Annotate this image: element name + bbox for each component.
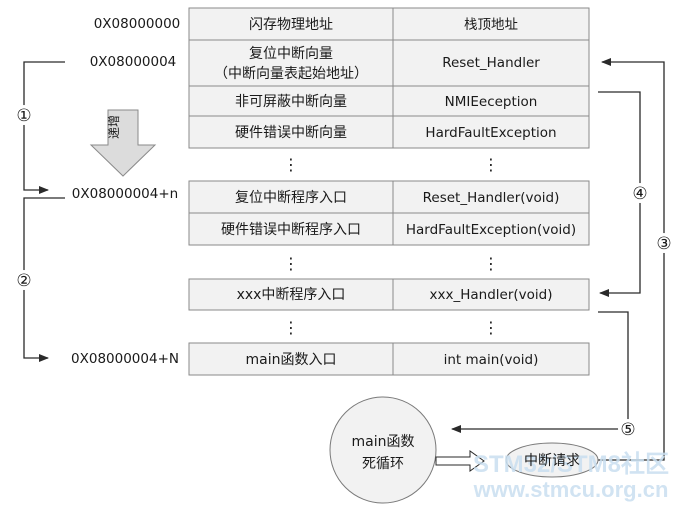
vector-label-hardfault-vector: 硬件错误中断向量 (235, 125, 347, 141)
interrupt-request-node (505, 442, 599, 478)
step-4-circle (630, 183, 650, 203)
increment-arrow: 递增 (89, 109, 157, 177)
entry-label-hardfault-program: 硬件错误中断程序入口 (221, 222, 361, 238)
step-4-label: ④ (632, 184, 647, 204)
xxx-handler-row: xxx中断程序入口 xxx_Handler(void) (188, 278, 590, 311)
xxx-cell-right (392, 278, 590, 311)
vector-label-stack-top: 栈顶地址 (464, 17, 518, 33)
step-2-circle (14, 270, 34, 290)
hollow-arrow (435, 450, 485, 472)
step-1-label: ① (16, 106, 31, 126)
xxx-label-handler: xxx_Handler(void) (430, 287, 553, 303)
main-label-function: int main(void) (444, 352, 539, 368)
main-loop-line-1: main函数 (352, 434, 415, 450)
step-3-connector (598, 58, 665, 461)
address-08000004-plus-n: 0X08000004+n (72, 186, 178, 202)
vector-label-hardfault-exception: HardFaultException (425, 125, 556, 141)
ellipsis-3-left: ⋮ (283, 318, 299, 337)
address-08000004-plus-N: 0X08000004+N (71, 351, 179, 367)
vector-cell-right-3 (392, 115, 590, 149)
vector-cell-right-0 (392, 7, 590, 41)
entry-table: 复位中断程序入口 Reset_Handler(void) 硬件错误中断程序入口 … (188, 180, 590, 246)
vector-table: 闪存物理地址 栈顶地址 复位中断向量 （中断向量表起始地址） Reset_Han… (188, 7, 590, 149)
vector-label-nmi-exception: NMIEeception (445, 94, 538, 110)
ellipsis-3-right: ⋮ (483, 318, 499, 337)
main-cell-right (392, 342, 590, 376)
main-loop-node: main函数 死循环 (329, 396, 437, 504)
ellipsis-2-right: ⋮ (483, 254, 499, 273)
ellipsis-2-left: ⋮ (283, 254, 299, 273)
vector-label-flash-address: 闪存物理地址 (249, 17, 333, 33)
main-label-entry: main函数入口 (246, 352, 337, 368)
ellipsis-1-left: ⋮ (283, 155, 299, 174)
entry-label-reset-handler-void: Reset_Handler(void) (423, 190, 560, 206)
step-2-label: ② (16, 271, 31, 291)
step-5-connector (451, 311, 629, 433)
increment-label: 递增 (107, 115, 121, 139)
main-loop-line-2: 死循环 (362, 456, 404, 472)
entry-cell-right-1 (392, 212, 590, 246)
watermark-line-1: STM32/STM8社区 (473, 450, 669, 478)
vector-label-reset-vector: 复位中断向量 (249, 45, 333, 62)
entry-label-hardfault-void: HardFaultException(void) (406, 222, 576, 238)
step-1-connector (23, 61, 65, 194)
vector-label-nmi-vector: 非可屏蔽中断向量 (235, 94, 347, 110)
vector-label-reset-vector-note: （中断向量表起始地址） (214, 66, 368, 82)
watermark-line-2: www.stmcu.org.cn (473, 477, 669, 502)
entry-label-reset-program: 复位中断程序入口 (235, 189, 347, 206)
step-5-label: ⑤ (620, 420, 635, 440)
vector-cell-right-2 (392, 85, 590, 117)
entry-cell-right-0 (392, 180, 590, 214)
address-08000004: 0X08000004 (90, 54, 177, 70)
interrupt-request-label: 中断请求 (524, 453, 580, 469)
vector-label-reset-handler: Reset_Handler (442, 55, 540, 71)
address-08000000: 0X08000000 (94, 16, 181, 32)
vector-cell-left-3 (188, 115, 394, 149)
step-1-circle (14, 105, 34, 125)
vector-cell-right-1 (392, 39, 590, 87)
step-5-circle (618, 419, 638, 439)
main-entry-row: main函数入口 int main(void) (188, 342, 590, 376)
ellipsis-1-right: ⋮ (483, 155, 499, 174)
step-3-circle (654, 233, 674, 253)
vector-cell-left-0 (188, 7, 394, 41)
vector-cell-left-1 (188, 39, 394, 87)
xxx-label-program: xxx中断程序入口 (237, 287, 346, 303)
xxx-cell-left (188, 278, 394, 311)
step-3-label: ③ (656, 234, 671, 254)
